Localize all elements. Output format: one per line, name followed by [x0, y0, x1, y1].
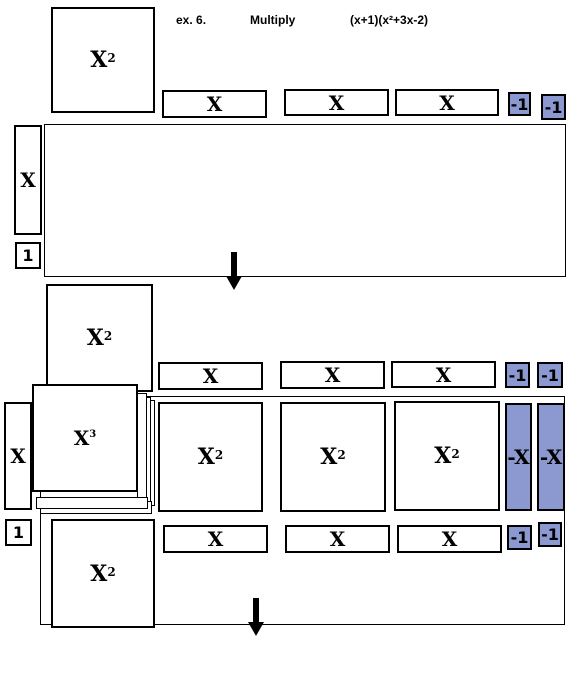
x-tile: X — [395, 89, 499, 116]
tile-label: X — [90, 47, 108, 73]
neg-one-tile: -1 — [541, 94, 566, 120]
tile-label: -1 — [541, 525, 559, 544]
tile-label: -1 — [510, 94, 529, 114]
tile-label: -X — [507, 445, 530, 469]
x-tile: X — [284, 89, 389, 116]
neg-x-tile: -X — [537, 403, 565, 511]
arrow-down-icon — [248, 598, 264, 636]
one-tile: 1 — [5, 519, 32, 546]
tile-label: X — [90, 560, 108, 587]
cube-side-face — [137, 393, 147, 503]
x-tile: X — [285, 525, 390, 553]
tile-label: X — [434, 443, 452, 469]
one-tile: 1 — [15, 242, 41, 269]
x-tile-vertical: X — [14, 125, 42, 235]
tile-exponent: 3 — [89, 428, 97, 440]
tile-label: X — [197, 444, 215, 470]
tile-label: -1 — [541, 365, 559, 385]
tile-label: 1 — [22, 246, 34, 265]
x-tile: X — [158, 362, 263, 390]
cube-bottom-face — [36, 497, 148, 509]
neg-one-tile: -1 — [505, 362, 530, 388]
product-frame — [44, 124, 566, 277]
x-tile: X — [280, 361, 385, 389]
tile-label: X — [435, 362, 452, 387]
tile-exponent: 2 — [451, 447, 460, 461]
tile-label: X — [20, 168, 36, 192]
tile-exponent: 2 — [337, 448, 346, 462]
x-tile: X — [397, 525, 502, 553]
x-tile: X — [391, 361, 496, 388]
neg-one-tile: -1 — [537, 362, 563, 388]
tile-exponent: 2 — [107, 51, 116, 65]
tile-label: -1 — [510, 528, 529, 547]
tile-label: X — [207, 527, 224, 551]
x-tile-vertical: X — [4, 402, 32, 510]
example-number: ex. 6. — [176, 13, 207, 27]
tile-label: X — [202, 364, 219, 388]
tile-label: X — [439, 90, 455, 115]
tile-label: X — [206, 92, 223, 116]
neg-one-tile: -1 — [538, 522, 562, 547]
neg-x-tile: -X — [505, 403, 532, 511]
x-tile: X — [162, 90, 267, 118]
tile-exponent: 2 — [107, 564, 116, 579]
tile-label: -1 — [508, 365, 527, 385]
tile-label: X — [324, 363, 341, 387]
tile-label: X — [320, 444, 338, 470]
neg-one-tile: -1 — [508, 92, 531, 116]
instruction: Multiply — [250, 13, 296, 27]
arrow-down-icon — [226, 252, 242, 290]
expression: (x+1)(x²+3x-2) — [350, 13, 429, 27]
tile-label: 1 — [12, 523, 25, 542]
tile-exponent: 2 — [214, 448, 224, 462]
tile-exponent: 2 — [103, 329, 113, 343]
tile-label: X — [10, 444, 26, 468]
tile-label: -1 — [544, 97, 563, 117]
tile-label: X — [86, 325, 104, 351]
tile-label: X — [329, 527, 346, 551]
tile-label: X — [328, 90, 345, 115]
neg-one-tile: -1 — [507, 525, 532, 550]
tile-label: X — [441, 527, 458, 551]
tile-label: -X — [539, 445, 563, 469]
x-tile: X — [163, 525, 268, 553]
tile-label: X — [73, 426, 90, 450]
